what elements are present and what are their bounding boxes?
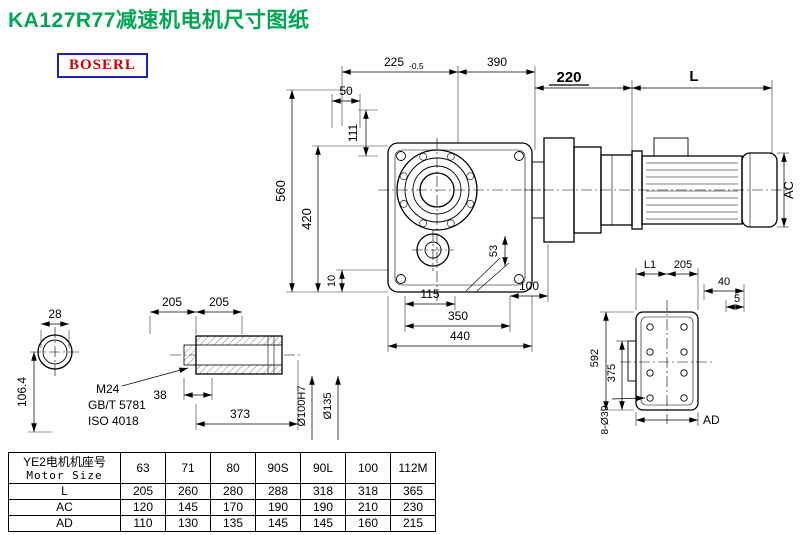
thread-m24-label: M24 [96,382,120,396]
dim-440-label: 440 [450,329,470,343]
dim-8xd39-label: 8-Ø39 [599,405,611,434]
dim-205b-label: 205 [209,295,229,309]
dim-106-4-label: 106.4 [15,377,29,407]
standard-iso4018-label: ISO 4018 [88,414,139,428]
dim-592-label: 592 [589,349,601,367]
motor-rear-view: L1 205 40 5 592 375 8-Ø39 AD [589,259,745,435]
cell-AD-100: 160 [345,515,391,532]
dim-220-label: 220 [556,69,581,86]
dim-205a-label: 205 [162,295,182,309]
col-header-90L: 90L [300,452,346,484]
dim-373-label: 373 [230,407,250,421]
col-header-90S: 90S [255,452,301,484]
col-header-112M: 112M [390,452,436,484]
col-header-63: 63 [120,452,166,484]
motor-size-cn-label: YE2电机机座号 [23,454,106,469]
table-row-AC: AC 120 145 170 190 190 210 230 [8,499,436,516]
dim-38-label: 38 [153,388,167,402]
cell-AC-63: 120 [120,499,166,516]
motor-size-table: YE2电机机座号 Motor Size 63 71 80 90S 90L 100… [8,452,436,532]
cell-L-90S: 288 [255,483,301,500]
cell-AC-90L: 190 [300,499,346,516]
dim-50-label: 50 [339,84,353,98]
dim-53-label: 53 [488,245,500,257]
page-title: KA127R77减速机电机尺寸图纸 [8,9,310,32]
dim-AD-label: AD [703,413,720,427]
col-header-71: 71 [165,452,211,484]
cell-L-71: 260 [165,483,211,500]
hollow-shaft-view: 205 205 M24 GB/T 5781 ISO 4018 38 373 Ø1… [88,295,341,440]
dim-390-label: 390 [487,55,507,69]
cell-AD-90L: 145 [300,515,346,532]
dim-d135-label: Ø135 [322,393,334,420]
row-label-L: L [8,483,121,500]
table-header-row: YE2电机机座号 Motor Size 63 71 80 90S 90L 100… [8,452,436,484]
motor-size-en-label: Motor Size [26,468,103,482]
cell-AC-112M: 230 [390,499,436,516]
cell-L-100: 318 [345,483,391,500]
dim-115-label: 115 [420,287,439,301]
dim-205c-label: 205 [674,259,692,271]
cell-AD-80: 135 [210,515,256,532]
cell-L-90L: 318 [300,483,346,500]
gearbox-front-view: 53 [378,138,548,302]
cell-AC-90S: 190 [255,499,301,516]
cell-AD-90S: 145 [255,515,301,532]
dim-5-label: 5 [734,293,740,305]
dim-d100h7-label: Ø100H7 [296,386,308,427]
dim-375-label: 375 [606,364,618,382]
cell-AD-71: 130 [165,515,211,532]
dim-225-label: 225 [384,55,404,69]
dim-L1-label: L1 [644,259,656,271]
col-header-80: 80 [210,452,256,484]
dim-L-label: L [689,68,698,85]
dim-100-label: 100 [519,279,539,293]
left-dimensions: 560 420 10 [273,89,388,293]
ac-dimension: AC [777,152,796,228]
standard-gbt5781-label: GB/T 5781 [88,398,146,412]
row-label-AC: AC [8,499,121,516]
cell-AC-100: 210 [345,499,391,516]
dim-111-label: 111 [346,124,360,143]
row-label-AD: AD [8,515,121,532]
boserl-logo: BOSERL [57,53,148,78]
cell-AC-80: 170 [210,499,256,516]
dim-225-tolerance-label: -0.5 [409,61,424,71]
dim-560-label: 560 [273,180,288,202]
cell-L-63: 205 [120,483,166,500]
dim-10-label: 10 [326,275,338,287]
motor-side-view [524,137,790,243]
cell-AD-112M: 215 [390,515,436,532]
motor-size-header: YE2电机机座号 Motor Size [8,452,121,484]
dim-AC-label: AC [781,181,796,199]
dim-40-label: 40 [718,276,730,288]
cell-L-80: 280 [210,483,256,500]
dim-28-label: 28 [48,307,62,321]
col-header-100: 100 [345,452,391,484]
cell-AC-71: 145 [165,499,211,516]
table-row-AD: AD 110 130 135 145 145 160 215 [8,515,436,532]
table-row-L: L 205 260 280 288 318 318 365 [8,483,436,500]
cell-L-112M: 365 [390,483,436,500]
top-dimensions: 225 -0.5 390 220 L 50 111 [331,55,773,157]
cell-AD-63: 110 [120,515,166,532]
dim-350-label: 350 [448,309,468,323]
bottom-dimensions: 115 100 350 440 [387,244,549,352]
shaft-cross-section-view: 28 106.4 [15,307,80,433]
dim-420-label: 420 [299,208,314,230]
